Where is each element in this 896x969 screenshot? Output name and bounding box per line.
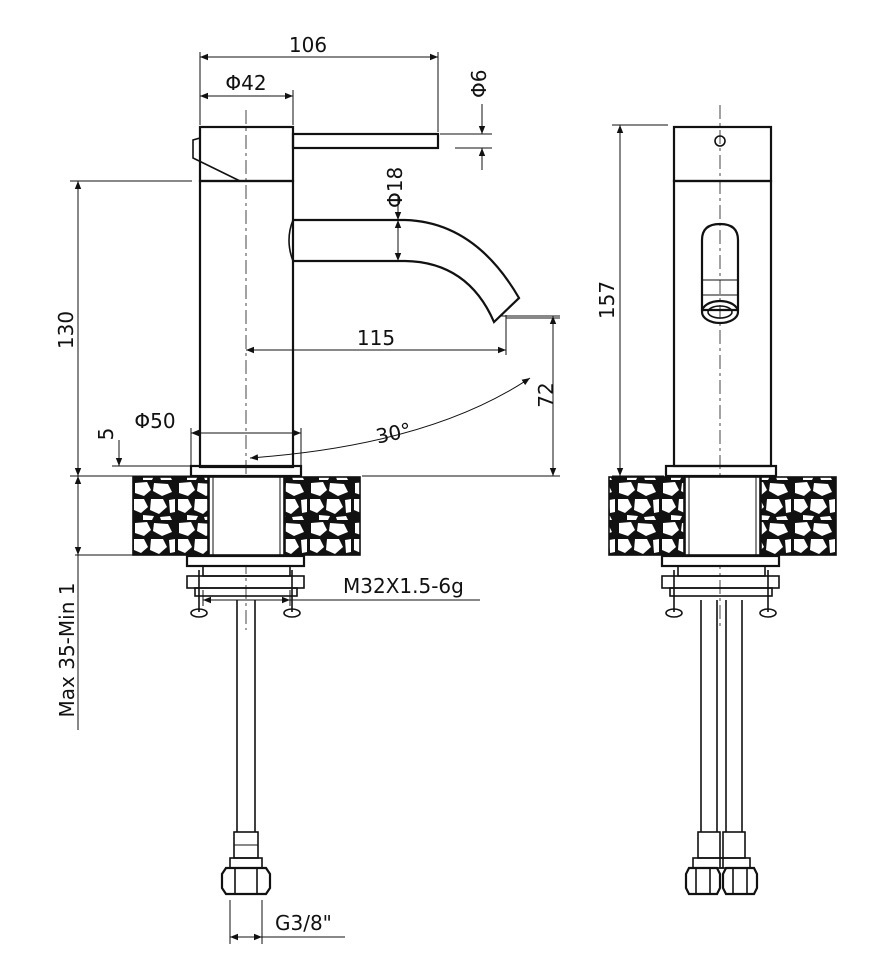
side-hex-nut-1 bbox=[684, 866, 722, 896]
aerator-inner bbox=[707, 305, 733, 319]
mounting-shank bbox=[208, 476, 285, 556]
side-countertop-left bbox=[608, 476, 685, 556]
side-view: 157 bbox=[595, 105, 837, 896]
angle-arc bbox=[249, 377, 531, 461]
side-hex-top-2 bbox=[719, 857, 751, 869]
spout bbox=[293, 218, 521, 324]
hex-top bbox=[229, 857, 263, 869]
bolt-head-left bbox=[190, 608, 208, 618]
dim-115-label: 115 bbox=[357, 326, 395, 350]
side-countertop-right bbox=[760, 476, 837, 556]
side-ferrule-2 bbox=[722, 831, 746, 859]
faucet-cap bbox=[198, 125, 295, 183]
countertop-right bbox=[284, 476, 361, 556]
side-base-flange bbox=[664, 464, 778, 478]
side-hex-nut-2 bbox=[721, 866, 759, 896]
handle-lever bbox=[291, 132, 440, 150]
bolt-head-right bbox=[283, 608, 301, 618]
cap-pin-hole bbox=[714, 135, 726, 147]
side-ferrule-1 bbox=[697, 831, 721, 859]
side-bolt-head-right bbox=[759, 608, 777, 618]
spout-side bbox=[700, 222, 740, 312]
side-mounting-shank bbox=[684, 476, 761, 556]
hose-hex-nut bbox=[220, 866, 272, 896]
side-hex-top-1 bbox=[692, 857, 724, 869]
dim-72-label: 72 bbox=[534, 382, 558, 407]
cap-bevel bbox=[192, 137, 241, 182]
dim-5-label: 5 bbox=[94, 428, 118, 441]
lock-nut bbox=[185, 554, 306, 568]
countertop-left bbox=[132, 476, 209, 556]
dim-g-label: G3/8" bbox=[275, 911, 332, 935]
dim-157-label: 157 bbox=[595, 281, 619, 319]
side-washer bbox=[677, 565, 766, 577]
dim-106-label: 106 bbox=[289, 33, 327, 57]
dim-18-label: Φ18 bbox=[383, 167, 407, 208]
side-cap bbox=[672, 125, 773, 183]
dim-30-label: 30° bbox=[374, 418, 414, 449]
side-lock-nut bbox=[660, 554, 781, 568]
base-flange bbox=[189, 464, 303, 478]
front-view: 106 Φ42 Φ6 Φ18 130 115 72 30° bbox=[54, 33, 560, 944]
dim-deck-label: Max 35-Min 1 bbox=[55, 583, 79, 718]
side-bracket-lower bbox=[669, 587, 773, 597]
aerator bbox=[700, 299, 740, 325]
dim-130-label: 130 bbox=[54, 311, 78, 349]
dim-thread-label: M32X1.5-6g bbox=[343, 574, 464, 598]
dim-6-label: Φ6 bbox=[467, 70, 491, 98]
side-bolt-head-left bbox=[665, 608, 683, 618]
bracket-lower bbox=[194, 587, 298, 597]
dim-50-label: Φ50 bbox=[134, 409, 175, 433]
spout-collar bbox=[288, 219, 294, 262]
dim-42-label: Φ42 bbox=[225, 71, 266, 95]
